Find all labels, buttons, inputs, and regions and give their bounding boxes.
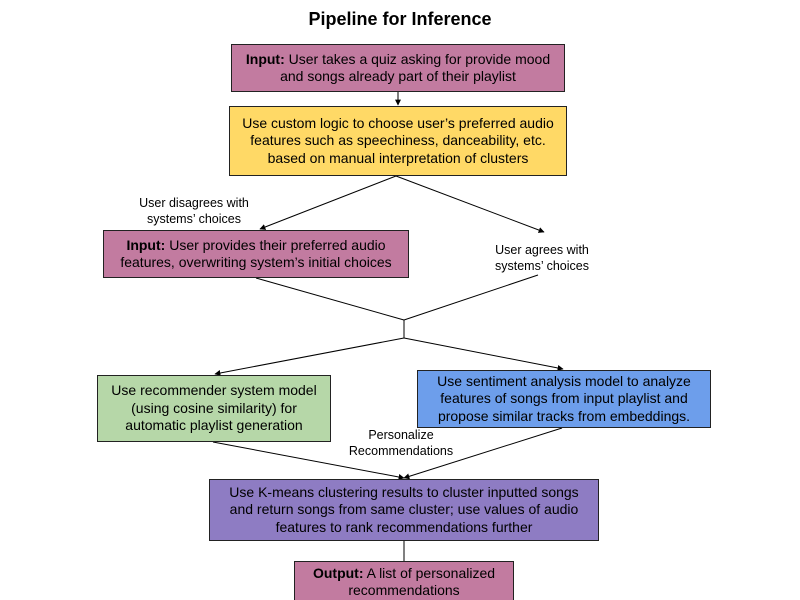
output-text: A list of personalized recommendations bbox=[348, 564, 496, 599]
arrow-sentiment-to-kmeans bbox=[403, 427, 563, 480]
arrow-merge-to-recommender bbox=[214, 337, 405, 376]
quiz-input-text: User takes a quiz asking for provide moo… bbox=[280, 50, 551, 85]
diagram-title: Pipeline for Inference bbox=[308, 9, 492, 29]
quiz-input-prefix: Input: bbox=[245, 50, 285, 67]
kmeans-clustering-box: Use K-means clustering results to cluste… bbox=[209, 479, 599, 541]
arrow-logic-to-agree bbox=[395, 175, 545, 233]
output-prefix: Output: bbox=[312, 564, 364, 581]
arrow-recommender-to-kmeans bbox=[212, 441, 405, 480]
sentiment-model-box: Use sentiment analysis model to analyze … bbox=[417, 370, 711, 428]
custom-logic-box: Use custom logic to choose user’s prefer… bbox=[229, 106, 567, 176]
user-preferences-input-box: Input: User provides their preferred aud… bbox=[103, 230, 409, 278]
custom-logic-text: Use custom logic to choose user’s prefer… bbox=[242, 114, 554, 166]
sentiment-model-text: Use sentiment analysis model to analyze … bbox=[437, 372, 691, 424]
recommender-model-text: Use recommender system model (using cosi… bbox=[111, 382, 317, 434]
edge-label-agrees: User agrees with systems’ choices bbox=[494, 243, 589, 273]
user-preferences-text: User provides their preferred audio feat… bbox=[120, 236, 392, 271]
recommender-model-box: Use recommender system model (using cosi… bbox=[97, 375, 331, 442]
line-preferences-to-merge bbox=[255, 277, 405, 321]
user-preferences-prefix: Input: bbox=[126, 236, 166, 253]
output-box: Output: A list of personalized recommend… bbox=[294, 561, 514, 600]
edge-label-disagrees: User disagrees with systems’ choices bbox=[139, 196, 249, 226]
kmeans-clustering-text: Use K-means clustering results to cluste… bbox=[229, 483, 579, 535]
line-agree-to-merge bbox=[403, 274, 539, 321]
quiz-input-box: Input: User takes a quiz asking for prov… bbox=[231, 44, 565, 92]
arrow-merge-to-sentiment bbox=[403, 337, 564, 371]
arrow-logic-to-preferences bbox=[259, 175, 397, 230]
edge-label-personalize: Personalize Recommendations bbox=[348, 428, 454, 458]
